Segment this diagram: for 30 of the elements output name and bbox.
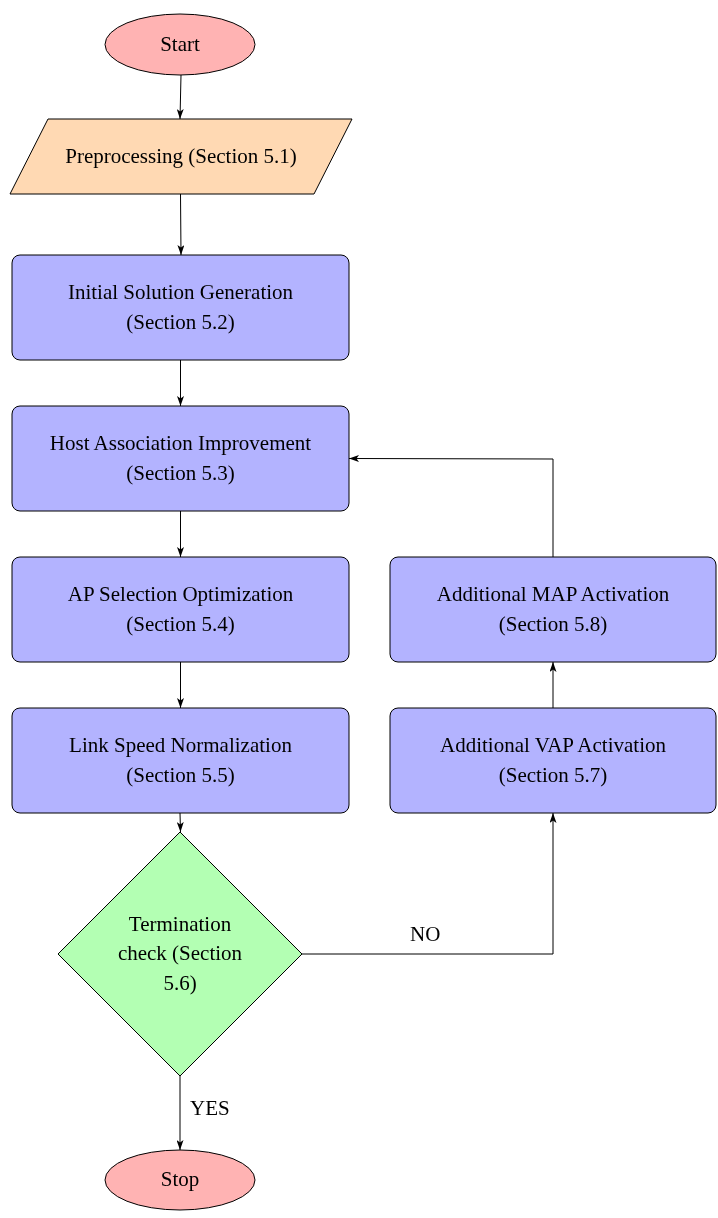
input-parallelogram bbox=[10, 119, 352, 194]
node-label: Start bbox=[160, 30, 200, 58]
arrow bbox=[177, 359, 184, 407]
node-label: Preprocessing (Section 5.1) bbox=[65, 142, 297, 170]
process-box bbox=[12, 255, 349, 360]
arrow bbox=[177, 661, 184, 709]
process-box bbox=[12, 557, 349, 662]
node-label: Additional MAP Activation (Section 5.8) bbox=[435, 581, 671, 638]
arrow bbox=[177, 193, 185, 256]
arrow bbox=[176, 812, 184, 833]
arrow bbox=[348, 455, 554, 558]
process-box bbox=[12, 406, 349, 511]
arrow bbox=[177, 510, 184, 558]
arrow bbox=[176, 1075, 184, 1151]
node-label: Additional VAP Activation (Section 5.7) bbox=[439, 732, 667, 789]
arrow bbox=[176, 74, 184, 120]
node-label: Initial Solution Generation (Section 5.2) bbox=[66, 279, 295, 336]
node-label: AP Selection Optimization (Section 5.4) bbox=[66, 581, 295, 638]
node-label: Termination check (Section 5.6) bbox=[116, 910, 244, 997]
process-box bbox=[12, 708, 349, 813]
arrow bbox=[301, 812, 557, 955]
node-label: Link Speed Normalization (Section 5.5) bbox=[68, 732, 293, 789]
arrow bbox=[549, 661, 557, 709]
decision-diamond bbox=[58, 832, 302, 1076]
stop-terminal bbox=[105, 1150, 255, 1210]
node-label: Stop bbox=[160, 1166, 200, 1194]
process-box bbox=[390, 708, 716, 813]
start-terminal bbox=[105, 14, 255, 75]
node-label: Host Association Improvement (Section 5.3) bbox=[48, 430, 313, 487]
process-box bbox=[390, 557, 716, 662]
